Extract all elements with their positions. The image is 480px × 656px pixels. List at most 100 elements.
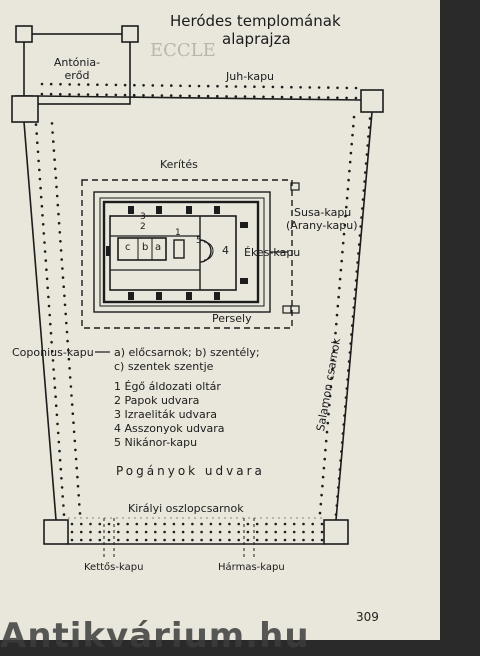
colonnade-dot (68, 93, 71, 96)
colonnade-dot (350, 142, 354, 146)
colonnade-dot (49, 331, 53, 335)
kiralyi-oszlopcsarnok-label: Királyi oszlopcsarnok (128, 502, 244, 515)
colonnade-dot (274, 522, 278, 526)
east-wall-line (335, 111, 373, 521)
colonnade-dot (317, 86, 321, 89)
bleed-through-text: ECCLE (150, 40, 216, 61)
colonnade-dot (292, 522, 296, 526)
colonnade-dot (317, 96, 321, 99)
colonnade-dot (98, 538, 102, 542)
colonnade-dot (172, 522, 176, 526)
colonnade-dot (70, 538, 74, 542)
colonnade-dot (52, 140, 55, 143)
colonnade-dot (283, 530, 287, 534)
colonnade-dot (154, 538, 157, 542)
colonnade-dot (237, 522, 240, 526)
colonnade-dot (61, 267, 64, 270)
colonnade-dot (123, 83, 127, 87)
colonnade-dot (299, 86, 302, 89)
colonnade-dot (328, 403, 331, 407)
susa-kapu-label: Susa-kapu (294, 206, 352, 219)
colonnade-dot (181, 530, 185, 534)
colonnade-dot (55, 413, 59, 417)
colonnade-dot (163, 522, 166, 526)
colonnade-dot (191, 538, 194, 542)
harmas-kapu-label: Hármas-kapu (218, 562, 285, 573)
colonnade-dot (76, 484, 80, 488)
colonnade-dot (280, 85, 284, 89)
colonnade-dot (154, 530, 157, 534)
colonnade-dot (40, 204, 44, 208)
colonnade-dot (271, 95, 275, 99)
colonnade-dot (59, 82, 62, 86)
colonnade-dot (191, 530, 194, 534)
colonnade-dot (133, 83, 136, 87)
colonnade-dot (72, 430, 76, 434)
colonnade-dot (61, 495, 64, 498)
temple-compound (93, 182, 300, 314)
temple-plan-diagram (11, 25, 384, 560)
colonnade-dot (45, 268, 48, 272)
colonnade-dot (321, 484, 324, 488)
colonnade-dot (78, 503, 81, 506)
colonnade-dot (107, 530, 111, 534)
sanctuary-b-label: b (142, 242, 149, 253)
colonnade-dot (40, 92, 44, 96)
colonnade-dot (253, 95, 256, 98)
colonnade-dot (262, 85, 265, 89)
colonnade-dot (191, 522, 194, 526)
colonnade-dot (302, 538, 305, 542)
colonnade-dot (181, 522, 185, 526)
colonnade-dot (53, 158, 56, 161)
colonnade-dot (283, 538, 287, 542)
colonnade-dot (55, 185, 58, 189)
sanctuary-c-label: c (125, 242, 131, 253)
colonnade-dot (343, 223, 347, 227)
colonnade-dot (302, 522, 305, 526)
colonnade-dot (265, 538, 268, 542)
corner-tower-ne (360, 89, 384, 113)
colonnade-dot (39, 186, 42, 190)
colonnade-dot (71, 412, 75, 416)
colonnade-dot (341, 250, 344, 254)
colonnade-dot (52, 368, 55, 371)
colonnade-dot (39, 195, 43, 199)
colonnade-dot (126, 530, 129, 534)
colonnade-dot (41, 223, 45, 226)
colonnade-dot (218, 530, 222, 534)
colonnade-dot (62, 285, 65, 289)
colonnade-dot (218, 522, 222, 526)
colonnade-dot (63, 303, 67, 307)
altar-mark: 1 (175, 228, 181, 238)
colonnade-dot (68, 367, 71, 370)
colonnade-dot (216, 94, 219, 98)
colonnade-dot (107, 522, 111, 526)
colonnade-dot (237, 538, 240, 542)
colonnade-dot (80, 538, 83, 542)
colonnade-dot (308, 96, 312, 99)
colonnade-dot (336, 304, 340, 308)
colonnade-dot (345, 196, 349, 200)
colonnade-dot (89, 530, 92, 534)
colonnade-dot (36, 141, 39, 144)
colonnade-dot (53, 167, 57, 171)
diagram-title-line2: alaprajza (222, 30, 291, 48)
colonnade-dot (323, 457, 327, 461)
colonnade-dot (74, 448, 77, 452)
colonnade-dot (265, 530, 268, 534)
colonnade-dot (228, 530, 231, 534)
colonnade-dot (292, 530, 296, 534)
colonnade-dot (132, 93, 136, 97)
colonnade-dot (255, 522, 259, 526)
colonnade-dot (59, 240, 62, 243)
colonnade-dot (50, 340, 53, 344)
colonnade-dot (327, 86, 330, 89)
legend-item: 4 Asszonyok udvara (114, 422, 225, 435)
colonnade-dot (325, 430, 329, 434)
colonnade-dot (172, 538, 176, 542)
colonnade-dot (283, 522, 287, 526)
colonnade-dot (37, 159, 40, 163)
colonnade-dot (206, 94, 210, 98)
colonnade-dot (55, 194, 59, 198)
colonnade-dot (172, 530, 176, 534)
